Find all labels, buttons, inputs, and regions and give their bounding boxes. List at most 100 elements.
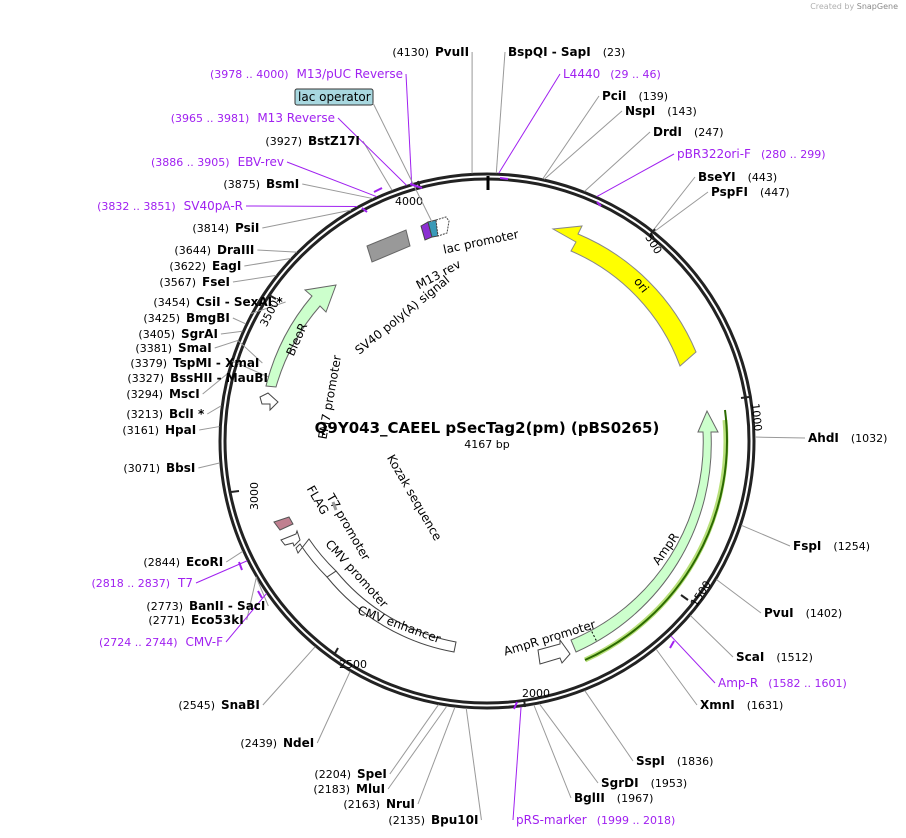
site-position-left: (3567) bbox=[159, 276, 196, 289]
site-name-left: SgrAI bbox=[181, 327, 218, 341]
site-leader bbox=[387, 705, 448, 790]
site-leader bbox=[316, 671, 351, 744]
site-name-right: BglII bbox=[574, 791, 605, 805]
lac-operator-leader bbox=[372, 102, 433, 223]
site-name-left: BstZ17I bbox=[308, 134, 360, 148]
sv40-polya-label: SV40 poly(A) signal bbox=[352, 273, 452, 358]
primer-range: (3978 .. 4000) bbox=[210, 68, 289, 81]
site-position-left: (3622) bbox=[169, 260, 206, 273]
site-leader bbox=[754, 436, 806, 439]
site-name-left: BclI * bbox=[169, 407, 205, 421]
site-name-left: MscI bbox=[169, 387, 200, 401]
site-position-left: (2183) bbox=[313, 783, 350, 796]
site-position-left: (3814) bbox=[192, 222, 229, 235]
site-name-left: NruI bbox=[386, 797, 415, 811]
primer-leader bbox=[498, 73, 561, 174]
site-leader bbox=[538, 703, 599, 784]
site-position-right: (1402) bbox=[806, 607, 843, 620]
primer-leader bbox=[670, 635, 716, 684]
site-position-right: (1953) bbox=[651, 777, 688, 790]
site-name-right: BseYI bbox=[698, 170, 736, 184]
site-position-left: (4130) bbox=[392, 46, 429, 59]
flag-feature[interactable] bbox=[273, 516, 294, 531]
site-leader bbox=[652, 176, 696, 231]
ampr-primer-line bbox=[584, 409, 728, 661]
site-position-right: (1836) bbox=[677, 755, 714, 768]
site-leader bbox=[741, 524, 791, 547]
site-position-right: (443) bbox=[748, 171, 778, 184]
site-leader bbox=[302, 183, 373, 200]
tick-1500: 1500 bbox=[688, 578, 714, 609]
site-leader bbox=[214, 339, 239, 349]
primer-name: M13/pUC Reverse bbox=[297, 67, 404, 81]
cmv-promoter-feature[interactable] bbox=[295, 538, 337, 578]
tick-2500: 2500 bbox=[339, 658, 367, 671]
site-leader bbox=[198, 462, 221, 469]
site-name-left: CsiI - SexAI * bbox=[196, 295, 283, 309]
kozak-label: Kozak sequence bbox=[384, 452, 445, 543]
site-leader bbox=[262, 646, 316, 706]
primer-range: (3886 .. 3905) bbox=[151, 156, 230, 169]
backbone-outer bbox=[218, 172, 756, 710]
primer-leader bbox=[286, 161, 377, 198]
site-leader-lines bbox=[198, 51, 806, 821]
plasmid-length: 4167 bp bbox=[464, 438, 509, 451]
site-name-left: SmaI bbox=[178, 341, 212, 355]
site-name-left: MluI bbox=[356, 782, 385, 796]
site-position-left: (3927) bbox=[265, 135, 302, 148]
credit-prefix: Created by bbox=[810, 2, 855, 11]
site-name-left: Eco53kI bbox=[191, 613, 244, 627]
primer-range: (3832 .. 3851) bbox=[97, 200, 176, 213]
site-position-left: (3425) bbox=[143, 312, 180, 325]
lac-promoter-label: lac promoter bbox=[442, 227, 520, 257]
primer-leader-lines bbox=[195, 73, 716, 821]
primer-name: EBV-rev bbox=[238, 155, 284, 169]
site-position-left: (2204) bbox=[314, 768, 351, 781]
primer-name: CMV-F bbox=[186, 635, 224, 649]
site-name-right: ScaI bbox=[736, 650, 764, 664]
site-name-left: BssHII - MauBI bbox=[170, 371, 268, 385]
site-leader bbox=[533, 704, 572, 799]
primer-range: (1999 .. 2018) bbox=[597, 814, 676, 827]
kozak-feature[interactable] bbox=[331, 501, 338, 511]
ori-feature[interactable] bbox=[551, 225, 697, 367]
site-name-right: SgrDI bbox=[601, 776, 639, 790]
primer-range: (2724 .. 2744) bbox=[99, 636, 178, 649]
site-name-left: BbsI bbox=[166, 461, 195, 475]
primer-leader bbox=[596, 153, 675, 197]
em7-promoter-arrow[interactable] bbox=[259, 392, 279, 412]
site-name-right: BspQI - SapI bbox=[508, 45, 591, 59]
site-position-right: (447) bbox=[760, 186, 790, 199]
ampr-feature[interactable] bbox=[570, 409, 719, 653]
site-leader bbox=[544, 110, 623, 180]
primer-leader bbox=[225, 593, 267, 643]
site-leader bbox=[225, 550, 244, 563]
primer-name: pBR322ori-F bbox=[677, 147, 751, 161]
site-name-left: DraIII bbox=[217, 243, 254, 257]
lac-promoter-feature[interactable] bbox=[435, 216, 450, 237]
site-leader bbox=[542, 95, 600, 180]
site-leader bbox=[199, 426, 220, 431]
primer-range: (1582 .. 1601) bbox=[768, 677, 847, 690]
t7-promoter-arrow[interactable] bbox=[280, 529, 301, 547]
lac-operator-box bbox=[294, 88, 374, 106]
site-name-left: PvuII bbox=[435, 45, 469, 59]
site-leader bbox=[465, 708, 482, 821]
site-name-right: PciI bbox=[602, 89, 627, 103]
cmv-enhancer-label: CMV enhancer bbox=[356, 603, 443, 646]
site-leader bbox=[362, 140, 393, 191]
primer-range: (3965 .. 3981) bbox=[171, 112, 250, 125]
sv40-polya-feature[interactable] bbox=[366, 229, 411, 263]
site-name-left: SpeI bbox=[357, 767, 387, 781]
site-name-left: TspMI - XmaI bbox=[173, 356, 259, 370]
tick-4000: 4000 bbox=[395, 195, 423, 208]
ampr-promoter-arrow[interactable] bbox=[537, 638, 571, 665]
credit-brand: SnapGene bbox=[856, 2, 898, 11]
site-leader bbox=[495, 51, 506, 174]
site-leader bbox=[389, 704, 439, 775]
site-leader bbox=[716, 579, 762, 614]
site-position-left: (2545) bbox=[178, 699, 215, 712]
bleor-feature[interactable] bbox=[265, 284, 337, 388]
site-leader bbox=[231, 360, 272, 379]
